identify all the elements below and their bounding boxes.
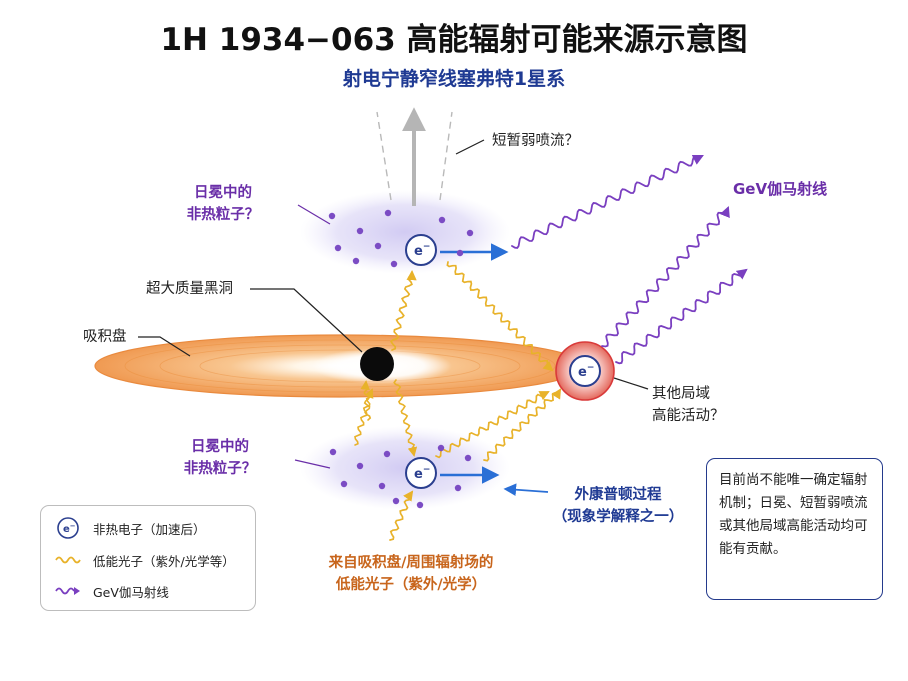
particle-dot — [464, 454, 472, 462]
particle-dot — [329, 448, 337, 456]
note-box: 目前尚不能唯一确定辐射机制；日冕、短暂弱喷流或其他局域高能活动均可能有贡献。 — [706, 458, 883, 600]
legend-gamma-text: GeV伽马射线 — [93, 584, 169, 600]
photon-wave-icon — [55, 556, 81, 564]
electron-symbol: e− — [578, 363, 594, 380]
legend-electron-text: 非热电子（加速后） — [93, 521, 206, 537]
leader-lines — [138, 139, 649, 469]
particle-dot — [437, 444, 445, 452]
corona-cloud-top — [300, 190, 510, 274]
particle-dot — [438, 216, 446, 224]
photon-path — [446, 261, 554, 372]
page-subtitle: 射电宁静窄线塞弗特1星系 — [342, 68, 566, 90]
hotspot-electron — [555, 341, 615, 401]
particle-dot — [466, 229, 474, 237]
ic-label-arrow — [503, 483, 549, 497]
electron-symbol: e− — [414, 465, 430, 482]
disk-label: 吸积盘 — [83, 329, 127, 345]
black-hole — [360, 347, 394, 381]
legend: e− 非热电子（加速后） 低能光子（紫外/光学等） GeV伽马射线 — [40, 505, 256, 611]
photon-path — [393, 379, 418, 457]
particle-dot — [374, 242, 382, 250]
jet — [376, 107, 453, 206]
particle-dot — [334, 244, 342, 252]
electron-bottom — [405, 457, 437, 489]
gev-label: GeV伽马射线 — [733, 180, 828, 198]
legend-row-gamma: GeV伽马射线 — [55, 579, 169, 603]
particle-dot — [392, 497, 400, 505]
corona-top-label: 日冕中的 非热粒子？ — [186, 185, 260, 223]
photon-path — [389, 269, 417, 351]
gamma-ray-path — [601, 205, 730, 348]
gamma-wave-icon — [55, 587, 80, 595]
gamma-ray-path — [511, 155, 704, 249]
particle-dot — [456, 249, 464, 257]
particle-dot — [384, 209, 392, 217]
svg-text:e−: e− — [63, 522, 76, 535]
gamma-ray-paths — [511, 155, 748, 365]
corona-cloud-bottom — [300, 426, 510, 510]
ic-process-label: 外康普顿过程 （现象学解释之一） — [552, 487, 684, 525]
gamma-ray-path — [615, 268, 748, 365]
local-activity-label: 其他局域 高能活动？ — [652, 386, 725, 424]
electron-symbol: e− — [414, 242, 430, 259]
jet-label: 短暂弱喷流？ — [492, 133, 579, 149]
photon-path — [389, 490, 414, 541]
legend-photon-text: 低能光子（紫外/光学等） — [93, 553, 235, 569]
photon-path — [354, 388, 374, 446]
black-hole-label: 超大质量黑洞 — [146, 281, 233, 297]
particle-dot — [352, 257, 360, 265]
legend-row-photon: 低能光子（紫外/光学等） — [55, 548, 235, 572]
particle-dot — [383, 450, 391, 458]
particle-dot — [340, 480, 348, 488]
page-title: 1H 1934−063 高能辐射可能来源示意图 — [160, 22, 748, 58]
particle-dot — [356, 462, 364, 470]
legend-row-electron: e− 非热电子（加速后） — [55, 516, 206, 540]
particle-dot — [454, 484, 462, 492]
electron-top — [405, 234, 437, 266]
note-text: 目前尚不能唯一确定辐射机制；日冕、短暂弱喷流或其他局域高能活动均可能有贡献。 — [719, 472, 868, 557]
particle-dot — [356, 227, 364, 235]
particle-dot — [328, 212, 336, 220]
particle-dot — [378, 482, 386, 490]
particle-dot — [390, 260, 398, 268]
photon-paths — [354, 261, 562, 541]
photon-path — [435, 391, 550, 459]
particle-dot — [416, 501, 424, 509]
electron-icon: e− — [57, 517, 79, 539]
photon-path — [483, 388, 562, 462]
photon-source-label: 来自吸积盘/周围辐射场的 低能光子（紫外/光学） — [328, 555, 494, 593]
accretion-disk — [94, 334, 586, 398]
particle-dots — [328, 209, 474, 509]
corona-bottom-label: 日冕中的 非热粒子？ — [183, 439, 257, 477]
